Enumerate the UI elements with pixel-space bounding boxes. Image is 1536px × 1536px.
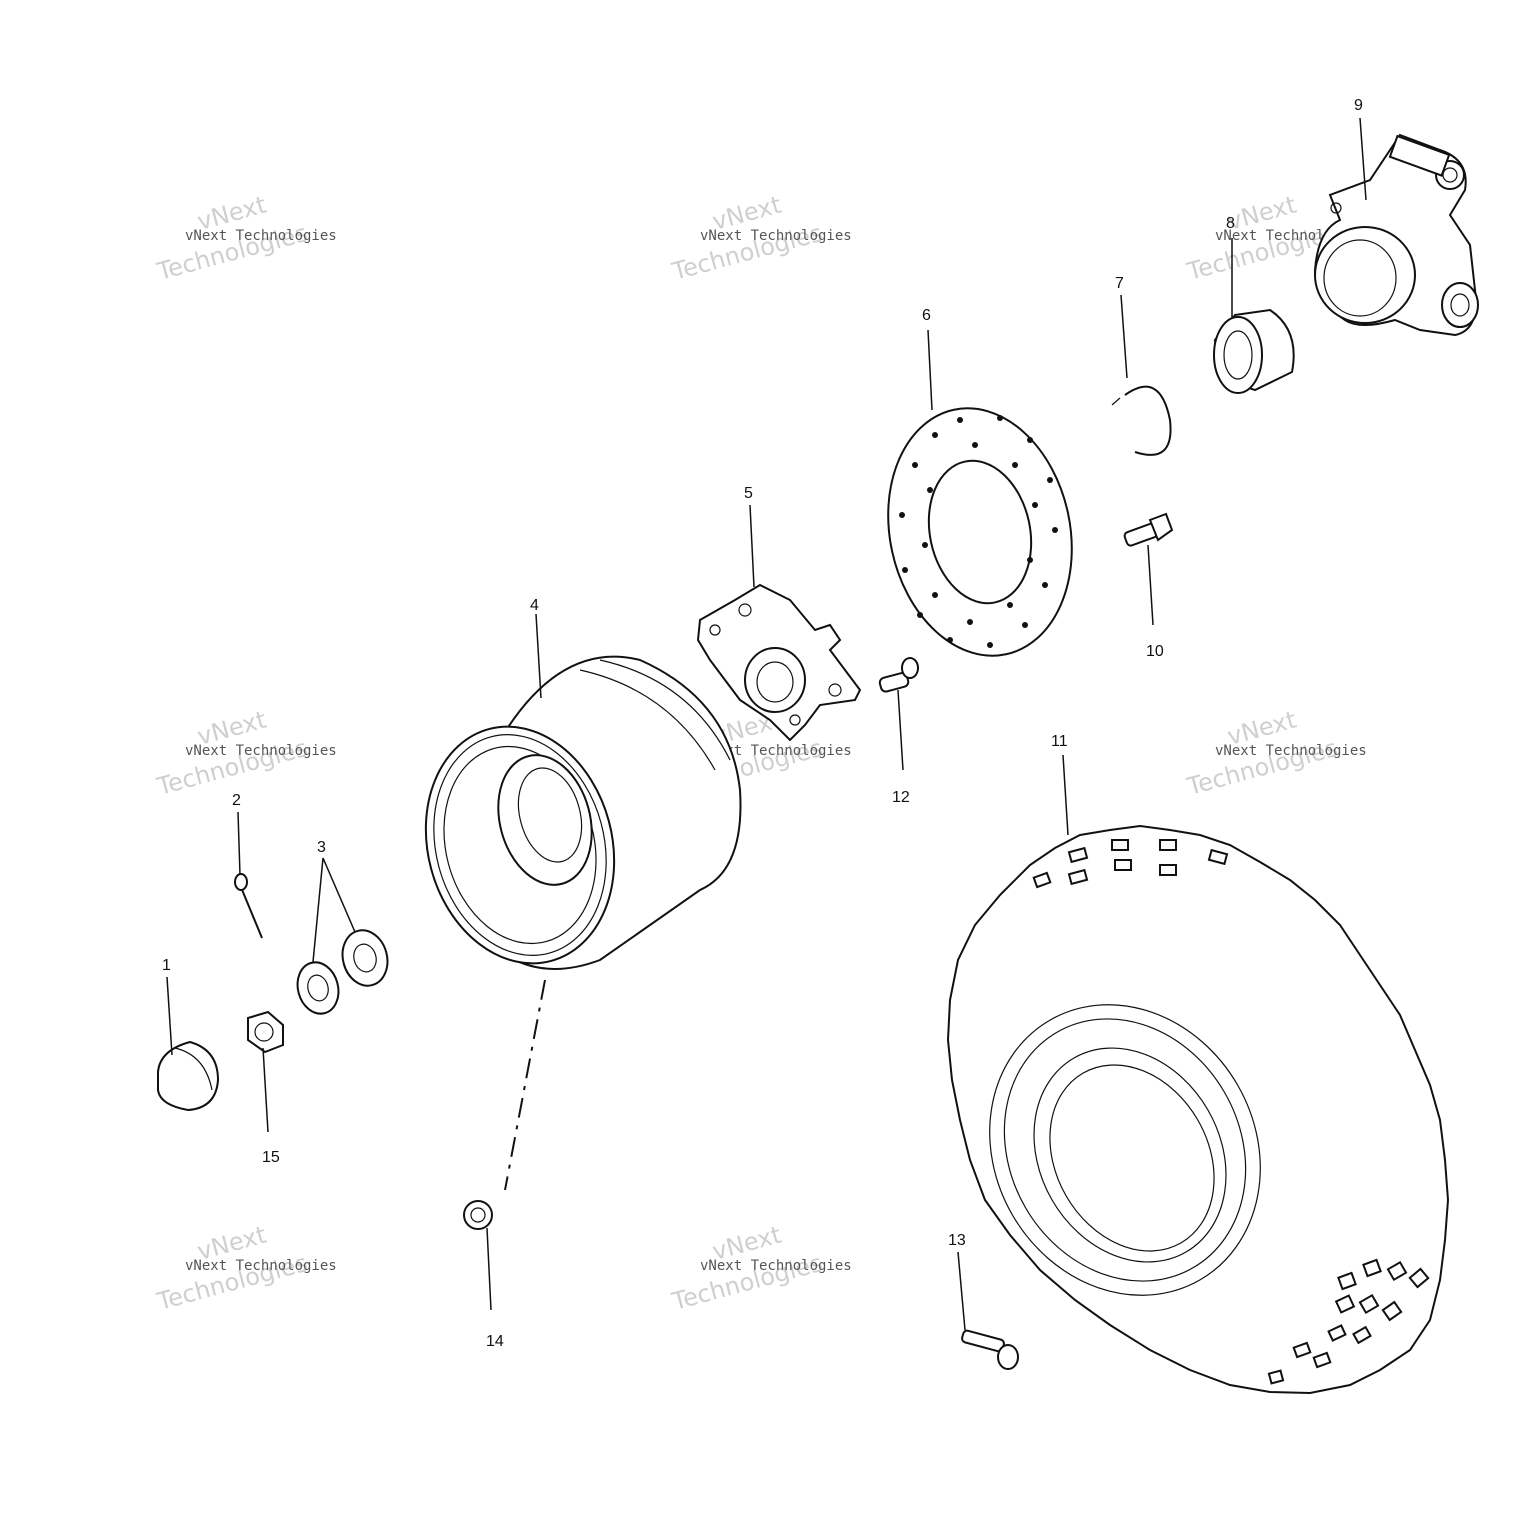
part-knuckle xyxy=(1313,133,1479,337)
callout-6: 6 xyxy=(922,307,931,324)
callout-2: 2 xyxy=(232,792,241,809)
part-bearing xyxy=(1213,308,1295,394)
callout-5: 5 xyxy=(744,485,753,502)
leader-lines xyxy=(166,117,1367,1331)
part-hub xyxy=(696,583,862,742)
watermark-small: vNext Technologies xyxy=(185,228,337,244)
callout-4: 4 xyxy=(530,597,539,614)
watermark: vNext Technologies vNext Technologies xyxy=(668,1221,851,1316)
callout-15: 15 xyxy=(262,1149,280,1166)
part-cotter-pin xyxy=(234,873,263,939)
watermark: vNext Technologies vNext Technologies xyxy=(1183,706,1366,801)
callout-14: 14 xyxy=(486,1333,504,1350)
watermark-small: vNext Technologies xyxy=(1215,743,1367,759)
callout-12: 12 xyxy=(892,789,910,806)
watermark-small: vNext Technologies xyxy=(700,228,852,244)
callout-8: 8 xyxy=(1226,215,1235,232)
part-bolt-10 xyxy=(1123,512,1174,547)
callout-9: 9 xyxy=(1354,97,1363,114)
disc-holes xyxy=(899,415,1058,648)
part-lug-nut xyxy=(463,1200,493,1230)
callout-1: 1 xyxy=(162,957,171,974)
watermark-small: vNext Technologies xyxy=(185,1258,337,1274)
part-tire xyxy=(946,824,1450,1395)
watermark-small: vNext Technologies xyxy=(700,1258,852,1274)
callout-11: 11 xyxy=(1051,733,1068,750)
watermark-small: vNext Technologies xyxy=(185,743,337,759)
callout-3: 3 xyxy=(317,839,326,856)
part-snap-ring xyxy=(1111,385,1172,456)
callouts: 1 2 3 4 5 6 7 8 9 10 11 12 13 14 15 xyxy=(162,97,1363,1350)
assembly-dash-line xyxy=(504,979,546,1191)
part-axle-nut xyxy=(247,1010,284,1054)
watermark-small: vNext Technologies xyxy=(700,743,852,759)
part-rim xyxy=(424,655,742,970)
callout-13: 13 xyxy=(948,1232,966,1249)
part-brake-disc xyxy=(887,407,1073,657)
callout-7: 7 xyxy=(1115,275,1124,292)
part-bolt-12 xyxy=(878,657,919,693)
callout-10: 10 xyxy=(1146,643,1164,660)
watermark: vNext Technologies vNext Technologies xyxy=(153,1221,336,1316)
watermark: vNext Technologies vNext Technologies xyxy=(668,191,851,286)
part-wheel-stud xyxy=(961,1329,1019,1370)
part-dust-cap xyxy=(157,1040,220,1112)
watermark: vNext Technologies vNext Technologies xyxy=(153,706,336,801)
watermark: vNext Technologies vNext Technologies xyxy=(153,191,336,286)
part-washers xyxy=(296,929,389,1015)
tread-lugs xyxy=(1032,839,1430,1385)
